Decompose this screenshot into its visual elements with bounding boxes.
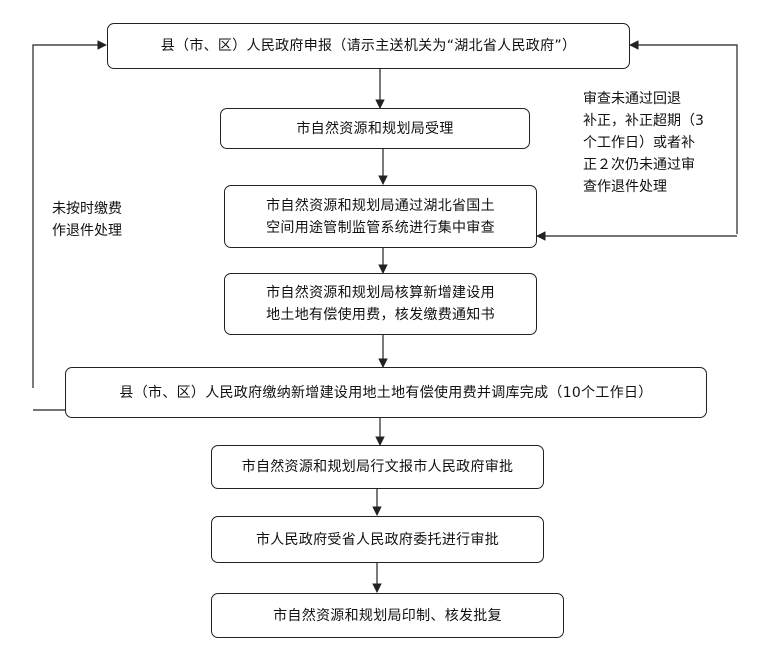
- note-unpaid-return: 未按时缴费 作退件处理: [52, 201, 122, 239]
- step-city-accept: 市自然资源和规划局受理: [220, 108, 530, 149]
- step-city-gov-approve-label: 市人民政府受省人民政府委托进行审批: [255, 531, 500, 548]
- step-county-submit-label: 县（市、区）人民政府申报（请示主送机关为“湖北省人民政府”）: [160, 38, 577, 54]
- step-city-report: 市自然资源和规划局行文报市人民政府审批: [211, 445, 544, 489]
- step-city-accept-label: 市自然资源和规划局受理: [296, 120, 454, 137]
- step-county-pay-label: 县（市、区）人民政府缴纳新增建设用地土地有偿使用费并调库完成（10个工作日）: [119, 384, 653, 401]
- step-city-issue-label: 市自然资源和规划局印制、核发批复: [273, 607, 502, 624]
- step-city-issue: 市自然资源和规划局印制、核发批复: [211, 593, 564, 638]
- step-city-review: 市自然资源和规划局通过湖北省国土 空间用途管制监管系统进行集中审查: [224, 185, 537, 248]
- step-city-calc: 市自然资源和规划局核算新增建设用 地土地有偿使用费，核发缴费通知书: [224, 273, 537, 335]
- step-county-submit: 县（市、区）人民政府申报（请示主送机关为“湖北省人民政府”）: [107, 23, 630, 69]
- step-city-gov-approve: 市人民政府受省人民政府委托进行审批: [211, 516, 544, 563]
- step-city-calc-label: 市自然资源和规划局核算新增建设用 地土地有偿使用费，核发缴费通知书: [266, 285, 495, 323]
- step-city-review-label: 市自然资源和规划局通过湖北省国土 空间用途管制监管系统进行集中审查: [266, 197, 495, 236]
- feedback-review-return: [629, 40, 738, 234]
- note-review-return: 审查未通过回退 补正，补正超期（3 个工作日）或者补 正２次仍未通过审 查作退件…: [583, 91, 704, 195]
- step-county-pay: 县（市、区）人民政府缴纳新增建设用地土地有偿使用费并调库完成（10个工作日）: [65, 367, 707, 418]
- step-city-report-label: 市自然资源和规划局行文报市人民政府审批: [241, 459, 514, 475]
- feedback-left-up: [32, 40, 107, 388]
